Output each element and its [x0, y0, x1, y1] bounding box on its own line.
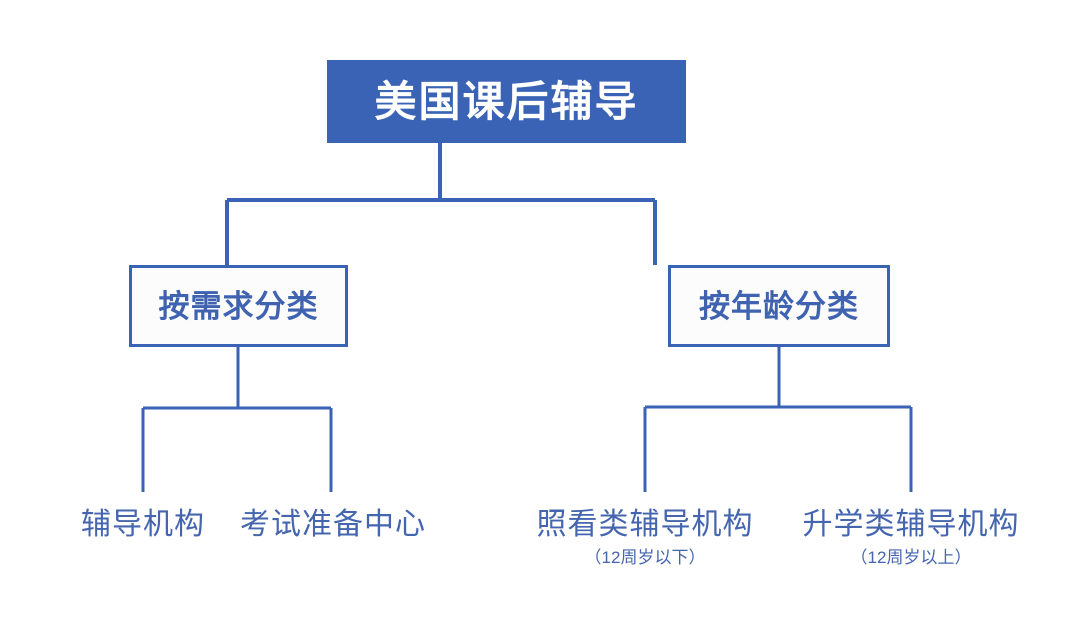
- node-branch-by-age-label: 按年龄分类: [699, 288, 859, 324]
- node-leaf-childcare-tutoring-label: 照看类辅导机构: [536, 508, 754, 541]
- node-branch-by-need-label: 按需求分类: [158, 288, 319, 324]
- node-leaf-childcare-tutoring: 照看类辅导机构 （12周岁以下）: [537, 508, 754, 568]
- node-leaf-academic-tutoring: 升学类辅导机构 （12周岁以上）: [803, 508, 1020, 568]
- node-branch-by-age: 按年龄分类: [668, 265, 890, 347]
- node-branch-by-need: 按需求分类: [129, 265, 348, 347]
- node-root: 美国课后辅导: [327, 60, 686, 143]
- node-leaf-childcare-tutoring-sublabel: （12周岁以下）: [584, 547, 706, 567]
- node-leaf-tutoring-center-label: 辅导机构: [81, 508, 205, 541]
- node-leaf-test-prep-center: 考试准备中心: [240, 508, 426, 543]
- node-root-label: 美国课后辅导: [374, 77, 639, 125]
- node-leaf-test-prep-center-label: 考试准备中心: [240, 508, 426, 541]
- node-leaf-tutoring-center: 辅导机构: [81, 508, 205, 543]
- node-leaf-academic-tutoring-sublabel: （12周岁以上）: [850, 547, 972, 567]
- node-leaf-academic-tutoring-label: 升学类辅导机构: [802, 508, 1020, 541]
